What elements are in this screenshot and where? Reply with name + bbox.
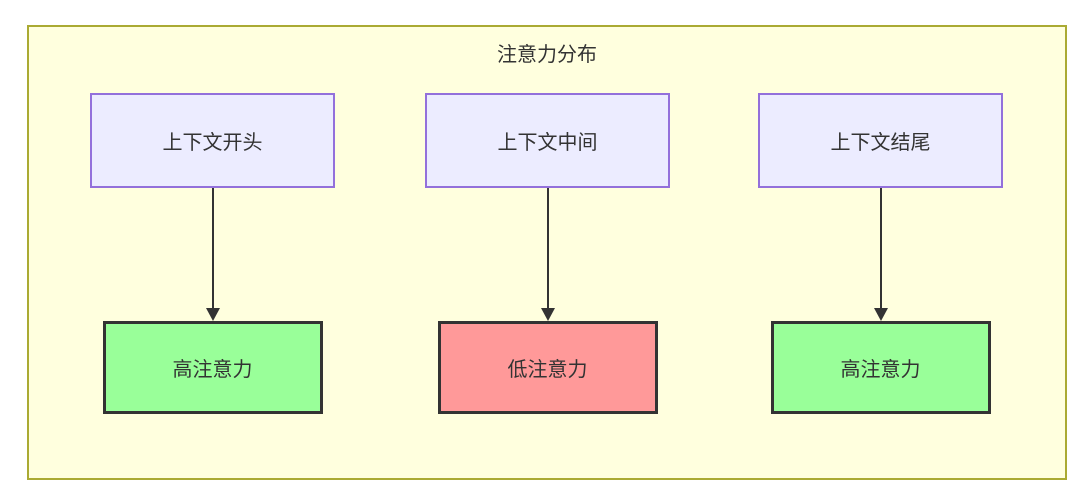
arrow-line [879, 188, 882, 308]
source-node-context-middle: 上下文中间 [425, 93, 670, 188]
flow-column-context-start: 上下文开头 高注意力 [90, 93, 335, 414]
target-node-low-attention: 低注意力 [437, 321, 658, 414]
source-node-context-end: 上下文结尾 [758, 93, 1003, 188]
down-arrow [540, 188, 555, 321]
arrow-line [546, 188, 549, 308]
target-node-high-attention: 高注意力 [770, 321, 991, 414]
arrow-line [211, 188, 214, 308]
attention-diagram: 注意力分布 上下文开头 高注意力 上下文中间 低注意力 [27, 25, 1067, 480]
target-node-label: 高注意力 [840, 359, 921, 381]
arrow-head-icon [873, 308, 888, 321]
flow-column-context-middle: 上下文中间 低注意力 [425, 93, 670, 414]
arrow-head-icon [205, 308, 220, 321]
diagram-title: 注意力分布 [497, 44, 597, 66]
target-node-high-attention: 高注意力 [102, 321, 323, 414]
flow-column-context-end: 上下文结尾 高注意力 [758, 93, 1003, 414]
down-arrow [205, 188, 220, 321]
down-arrow [873, 188, 888, 321]
source-node-label: 上下文中间 [497, 132, 598, 154]
source-node-context-start: 上下文开头 [90, 93, 335, 188]
target-node-label: 低注意力 [507, 359, 588, 381]
source-node-label: 上下文开头 [162, 132, 263, 154]
source-node-label: 上下文结尾 [830, 132, 931, 154]
arrow-head-icon [540, 308, 555, 321]
target-node-label: 高注意力 [172, 359, 253, 381]
